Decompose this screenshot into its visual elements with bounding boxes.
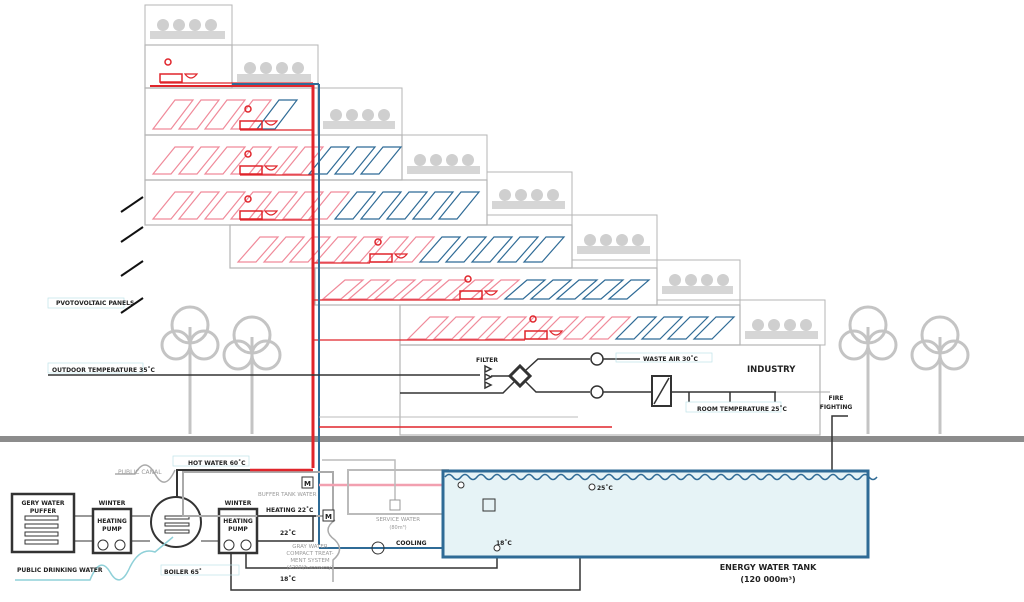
public-canal-pipe (115, 464, 176, 483)
bathtub-icon (239, 120, 263, 130)
sink-icon (548, 330, 564, 336)
temp-18-left-label: 18˚C (280, 576, 296, 583)
person-icon (244, 105, 252, 113)
hot-water-label: HOT WATER 60˚C (188, 460, 246, 467)
bathtub-icon (369, 253, 393, 263)
person-icon (244, 195, 252, 203)
buffer-tank-label: BUFFER TANK WATER (258, 492, 317, 498)
industry-hall (399, 344, 821, 436)
service-water-tank (347, 469, 449, 515)
roof-garden (656, 259, 741, 301)
grey-water-puffer-label-1: GERY WATER (21, 500, 64, 507)
building-floors (144, 4, 826, 436)
motor-label-2: M (325, 513, 332, 521)
building-floor (313, 304, 741, 346)
roof-garden (739, 299, 826, 346)
heating-pump-2 (217, 507, 259, 555)
person-icon (464, 275, 472, 283)
building-floor (144, 87, 319, 136)
bathtub-icon (159, 73, 183, 83)
gray-water-label-1: GRAY WATER (292, 544, 328, 550)
bathtub-icon (459, 290, 483, 300)
sink-icon (263, 210, 279, 216)
public-canal-label: PUBLIC CANAL (118, 469, 162, 476)
gray-water-label-4: (4200l/h recovery) (287, 565, 333, 571)
bathtub-icon (524, 330, 548, 340)
energy-tank-label-1: ENERGY WATER TANK (720, 563, 817, 572)
service-water-label-2: (80m³) (389, 525, 406, 531)
gray-water-label-3: MENT SYSTEM (290, 558, 330, 564)
grey-water-puffer (10, 492, 76, 554)
waste-air-label: WASTE AIR 30˚C (643, 356, 699, 363)
fire-fighting-label-1: FIRE (828, 395, 843, 402)
motor-valves: M M (301, 476, 335, 522)
tree-icon (910, 315, 970, 434)
energy-water-tank (441, 469, 870, 559)
fire-fighting-label-2: FIGHTING (820, 404, 853, 411)
photovoltaic-label: PVOTOVOLTAIC PANELS (56, 300, 134, 307)
roof-garden (317, 87, 403, 136)
trees (160, 305, 970, 434)
motor-label-1: M (304, 480, 311, 488)
service-water-label-1: SERVICE WATER (376, 517, 420, 523)
sink-icon (183, 73, 199, 79)
water-surface (444, 473, 878, 481)
public-drinking-water-label: PUBLIC DRINKING WATER (17, 567, 103, 574)
gray-water-label-2: COMPACT TREAT- (286, 551, 333, 557)
energy-tank-label-2: (120 000m³) (740, 575, 795, 584)
heating-pump-2-label-a: HEATING (223, 518, 253, 525)
tree-icon (838, 305, 898, 434)
boiler (150, 496, 202, 548)
heating-22-label: HEATING 22˚C (266, 507, 314, 514)
winter-label-1: WINTER (99, 500, 126, 507)
person-icon (529, 315, 537, 323)
tank-temp-18-label: 18˚C (496, 540, 512, 547)
heating-pump-2-label-b: PUMP (228, 526, 248, 533)
roof-garden (571, 214, 658, 261)
roof-garden (401, 134, 488, 181)
sink-icon (393, 253, 409, 259)
risers (150, 83, 320, 545)
tank-temp-25-label: 25˚C (597, 485, 613, 492)
underground-plant (10, 459, 581, 591)
outdoor-temperature-label: OUTDOOR TEMPERATURE 35˚C (52, 367, 156, 374)
heating-pump-1-label-b: PUMP (102, 526, 122, 533)
temp-22-label: 22˚C (280, 530, 296, 537)
bathtub-icon (239, 165, 263, 175)
industry-label: INDUSTRY (747, 365, 796, 375)
bathtub-icon (239, 210, 263, 220)
sink-icon (263, 120, 279, 126)
photovoltaic-panels (120, 196, 144, 314)
boiler-label: BOILER 65˚ (164, 569, 202, 576)
person-icon (374, 238, 382, 246)
heating-pump-1-label-a: HEATING (97, 518, 127, 525)
room-temperature-label: ROOM TEMPERATURE 25˚C (697, 406, 787, 413)
person-icon (244, 150, 252, 158)
building-floor (144, 134, 403, 181)
roof-garden (231, 44, 319, 89)
building-floor (144, 179, 488, 226)
sink-icon (263, 165, 279, 171)
winter-label-2: WINTER (225, 500, 252, 507)
roof-garden (144, 4, 233, 46)
roof-garden (486, 171, 573, 216)
ground-line (0, 436, 1024, 442)
filter-label: FILTER (476, 357, 498, 364)
heating-pump-1 (91, 507, 133, 555)
public-drinking-pipe (15, 536, 174, 581)
person-icon (164, 58, 172, 66)
hvac-unit (400, 352, 776, 407)
building-floor (229, 224, 573, 269)
building-floor (313, 267, 658, 306)
tree-icon (160, 305, 220, 434)
tree-icon (222, 315, 282, 434)
grey-water-puffer-label-2: PUFFER (30, 508, 57, 515)
cooling-label: COOLING (396, 540, 427, 547)
sink-icon (483, 290, 499, 296)
